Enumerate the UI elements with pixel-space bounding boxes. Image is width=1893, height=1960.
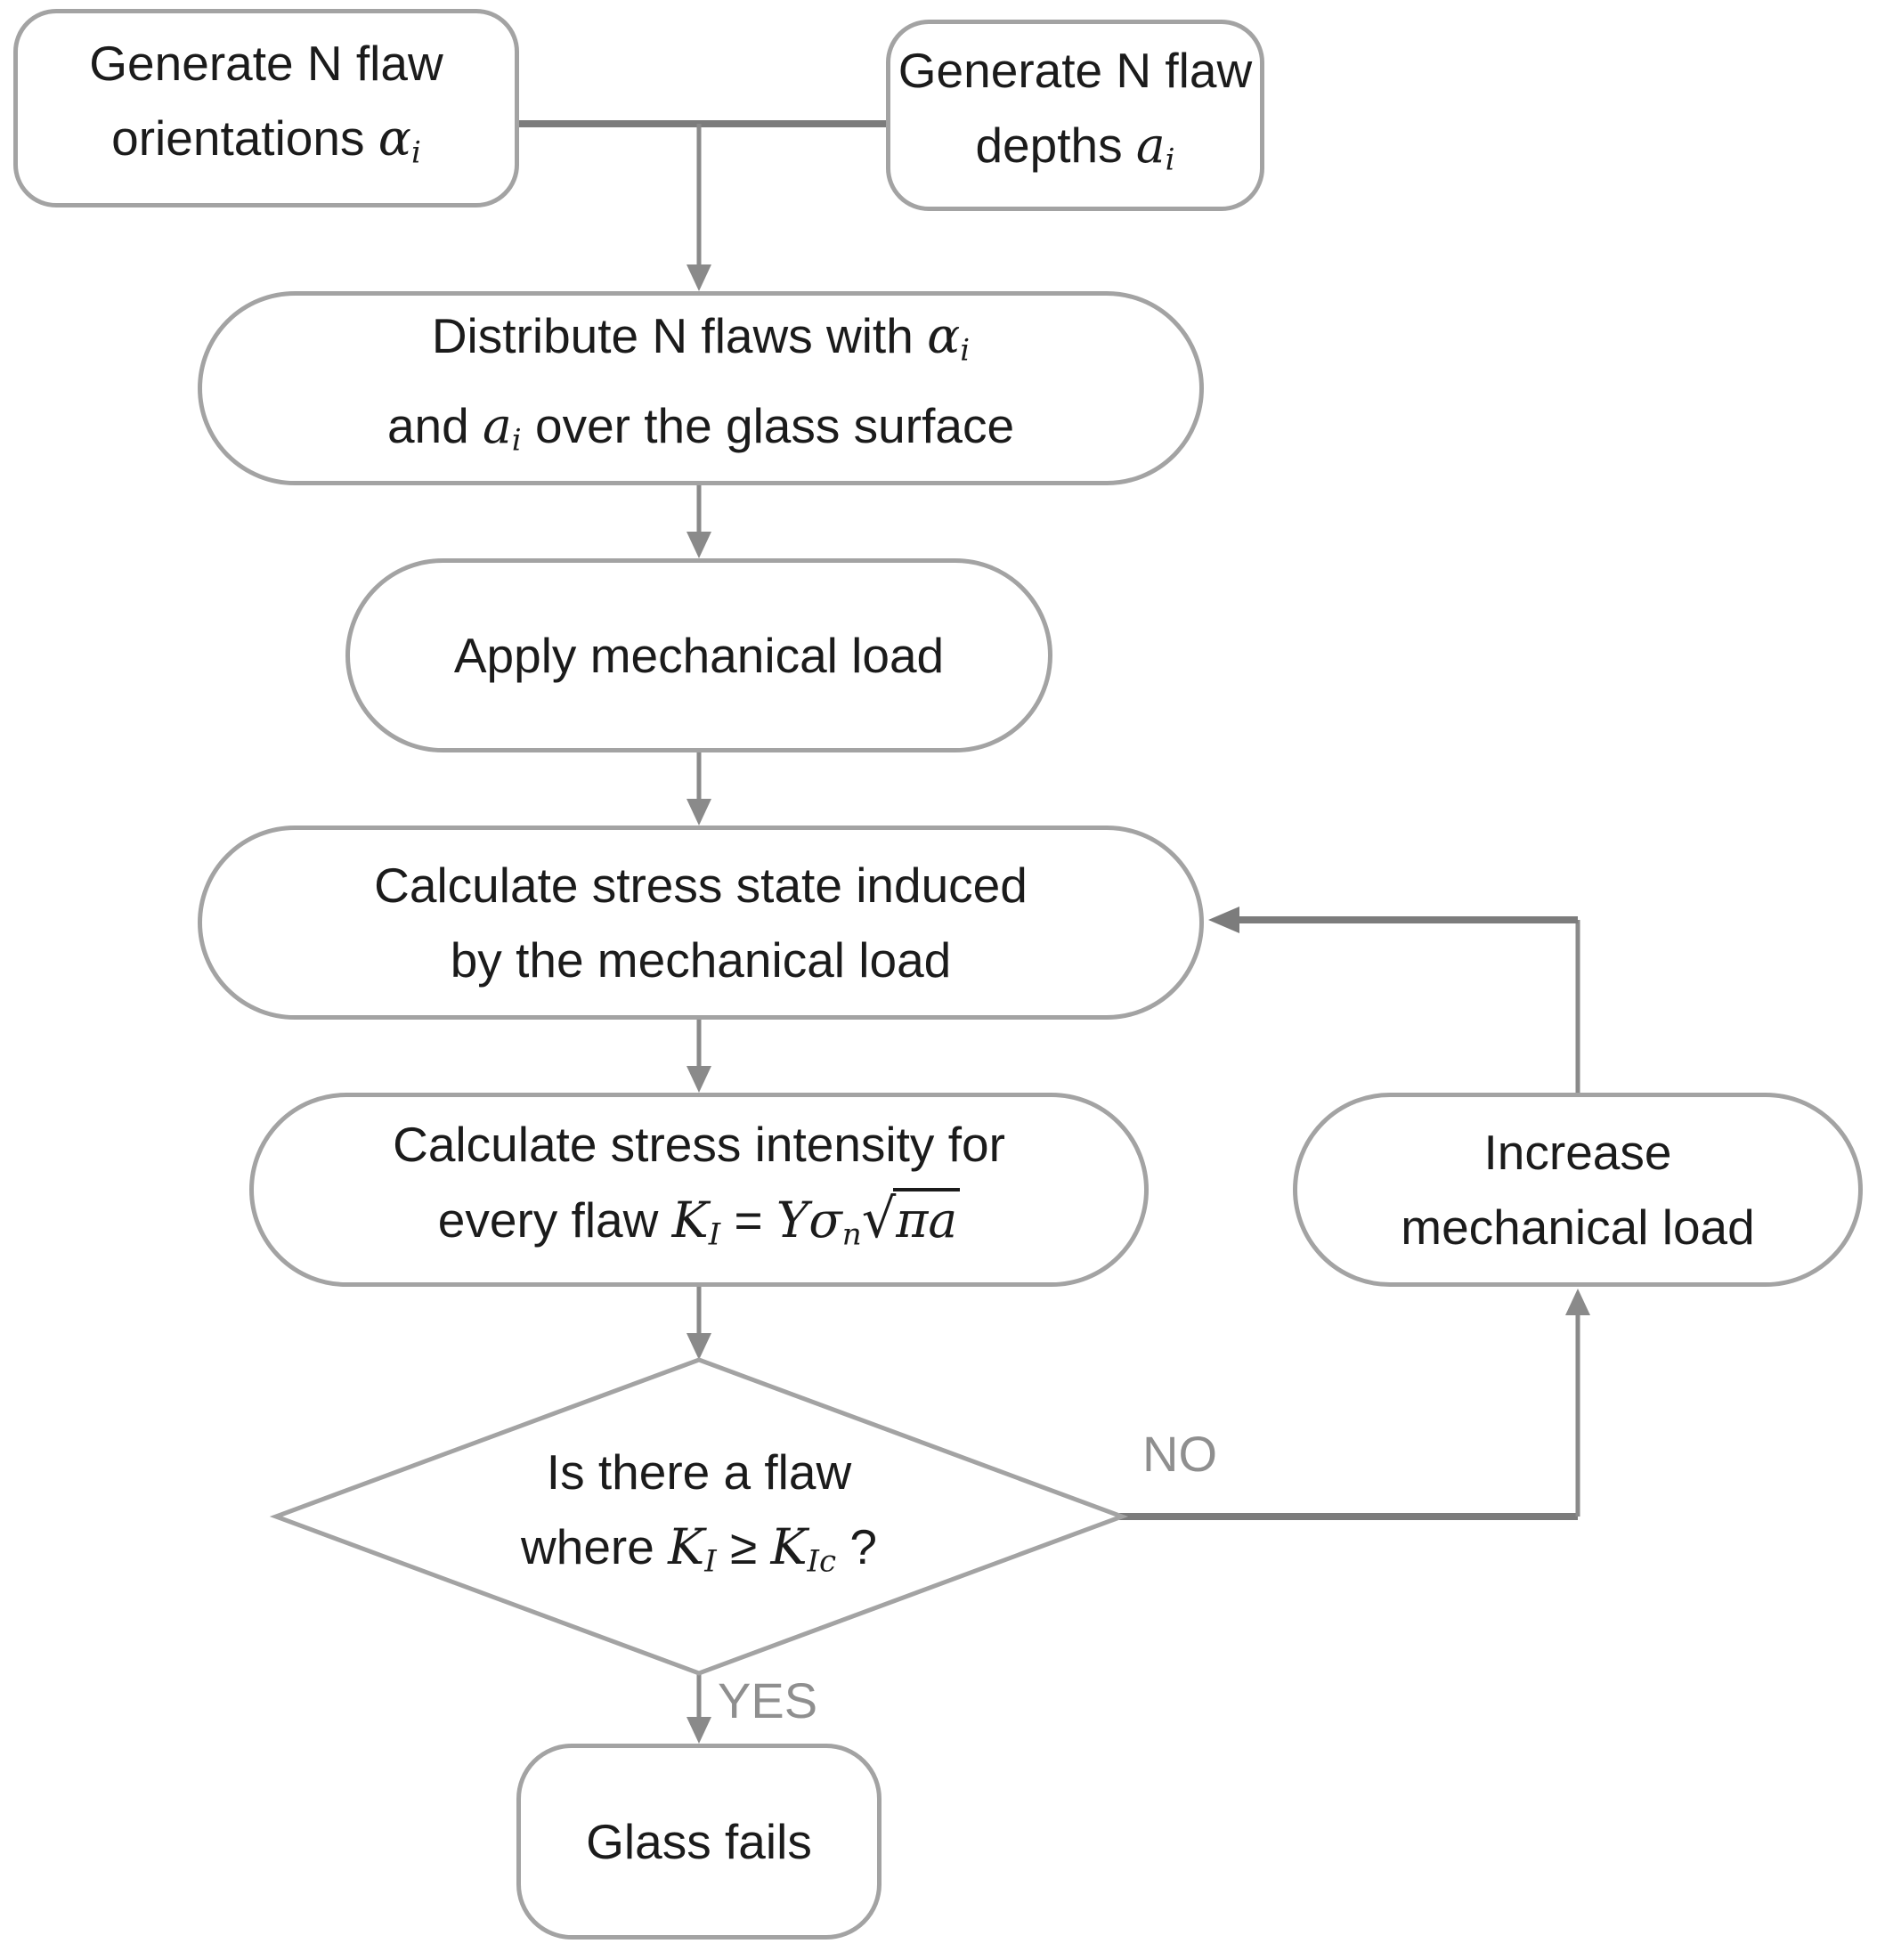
K-symbol: K <box>668 1517 705 1575</box>
geq-symbol: ≥ <box>716 1518 771 1574</box>
arrowhead-yes <box>687 1717 711 1744</box>
node-generate-depths: Generate N flaw depths ai <box>886 20 1264 211</box>
node-text-line: orientations αi <box>111 110 421 171</box>
arrowhead-distribute-apply <box>687 532 711 558</box>
node-text-line: Generate N flaw <box>898 43 1253 99</box>
arrowhead-apply-calcstress <box>687 799 711 825</box>
node-distribute-flaws: Distribute N flaws with αi and ai over t… <box>198 291 1204 485</box>
node-text-line: Calculate stress state induced <box>374 858 1028 913</box>
node-text-line: every flaw KI = Yσn√πa <box>438 1182 961 1273</box>
alpha-symbol: α <box>927 307 961 365</box>
radical-sign: √ <box>861 1188 897 1251</box>
node-text-line: where KI ≥ KIc ? <box>521 1517 877 1580</box>
subscript-n: n <box>841 1216 862 1253</box>
a-symbol: a <box>1135 117 1166 175</box>
subscript-i: i <box>960 333 971 369</box>
K-symbol: K <box>671 1191 709 1249</box>
node-text-line: Glass fails <box>586 1814 812 1869</box>
subscript-Ic: Ic <box>807 1543 837 1580</box>
node-text-line: Distribute N flaws with αi <box>431 307 971 369</box>
edge-label-no: NO <box>1142 1426 1217 1482</box>
node-increase-load: Increase mechanical load <box>1293 1093 1863 1287</box>
alpha-symbol: α <box>378 110 411 167</box>
arrowhead-into-increase <box>1565 1289 1590 1315</box>
node-text-line: Calculate stress intensity for <box>393 1117 1005 1173</box>
arrowhead-into-calcstress <box>1208 907 1239 933</box>
question-mark: ? <box>836 1518 877 1574</box>
node-text-line: mechanical load <box>1401 1200 1755 1255</box>
radicand-pi-a: πa <box>893 1188 961 1249</box>
node-text-line: Increase <box>1483 1125 1672 1180</box>
node-text-line: and ai over the glass surface <box>386 397 1015 459</box>
arrowhead-calcint-decision <box>687 1333 711 1360</box>
edge-label-yes: YES <box>718 1672 818 1728</box>
subscript-i: i <box>410 134 421 171</box>
subscript-I: I <box>708 1216 721 1253</box>
subscript-i: i <box>1165 142 1175 178</box>
Y-sigma-symbol: Yσ <box>776 1191 842 1249</box>
a-symbol: a <box>483 397 512 454</box>
node-text-line: Is there a flaw <box>546 1444 852 1500</box>
node-decision-flaw-check: Is there a flaw where KI ≥ KIc ? <box>343 1412 1055 1621</box>
decision-diamond-shape <box>269 1357 1129 1676</box>
K-symbol: K <box>770 1517 808 1575</box>
node-calc-stress-state: Calculate stress state induced by the me… <box>198 825 1204 1020</box>
arrowhead-to-distribute <box>687 264 711 291</box>
node-apply-load: Apply mechanical load <box>345 558 1052 752</box>
node-generate-orientations: Generate N flaw orientations αi <box>13 9 519 207</box>
subscript-i: i <box>511 422 522 459</box>
arrowhead-calcstress-calcint <box>687 1066 711 1093</box>
node-calc-stress-intensity: Calculate stress intensity for every fla… <box>249 1093 1149 1287</box>
node-text-line: depths ai <box>975 117 1175 178</box>
subscript-I: I <box>704 1543 717 1580</box>
node-text-line: Generate N flaw <box>89 36 443 92</box>
node-text-line: by the mechanical load <box>450 932 952 988</box>
node-text-line: Apply mechanical load <box>453 628 945 683</box>
node-glass-fails: Glass fails <box>516 1744 882 1940</box>
